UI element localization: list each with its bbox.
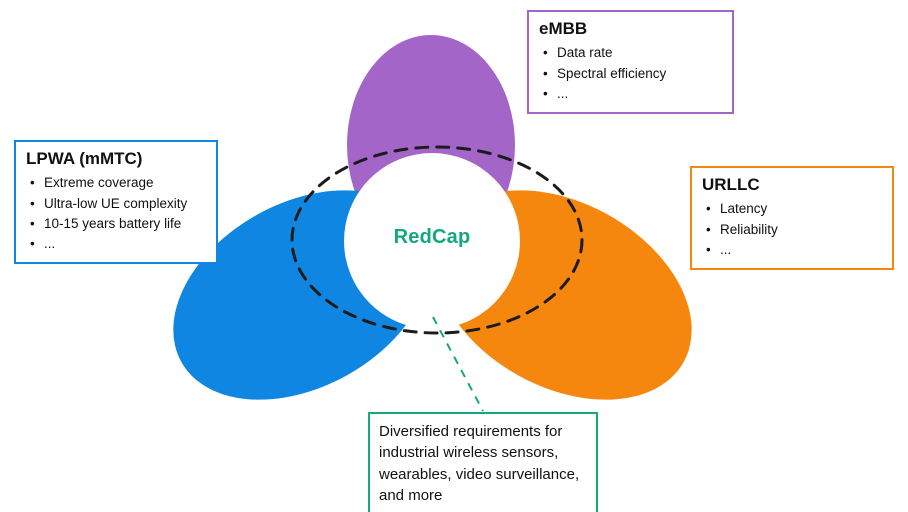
lpwa-list: Extreme coverage Ultra-low UE complexity… — [26, 173, 206, 254]
list-item: 10-15 years battery life — [26, 214, 206, 235]
center-label-redcap: RedCap — [393, 226, 471, 248]
list-item: Spectral efficiency — [539, 64, 722, 85]
center-circle — [344, 153, 520, 329]
list-item: Extreme coverage — [26, 173, 206, 194]
embb-box: eMBB Data rate Spectral efficiency ... — [527, 10, 734, 114]
list-item: ... — [539, 84, 722, 105]
note-connector-line — [432, 316, 484, 412]
list-item: Reliability — [702, 220, 882, 241]
list-item: Latency — [702, 199, 882, 220]
urllc-title: URLLC — [702, 175, 760, 194]
embb-list: Data rate Spectral efficiency ... — [539, 43, 722, 104]
list-item: Data rate — [539, 43, 722, 64]
list-item: Ultra-low UE complexity — [26, 194, 206, 215]
embb-title: eMBB — [539, 19, 588, 38]
list-item: ... — [702, 240, 882, 261]
lpwa-title: LPWA (mMTC) — [26, 149, 143, 168]
note-box: Diversified requirements for industrial … — [368, 412, 598, 512]
urllc-box: URLLC Latency Reliability ... — [690, 166, 894, 270]
dashed-outline — [290, 145, 584, 335]
list-item: ... — [26, 234, 206, 255]
urllc-list: Latency Reliability ... — [702, 199, 882, 260]
lpwa-box: LPWA (mMTC) Extreme coverage Ultra-low U… — [14, 140, 218, 265]
